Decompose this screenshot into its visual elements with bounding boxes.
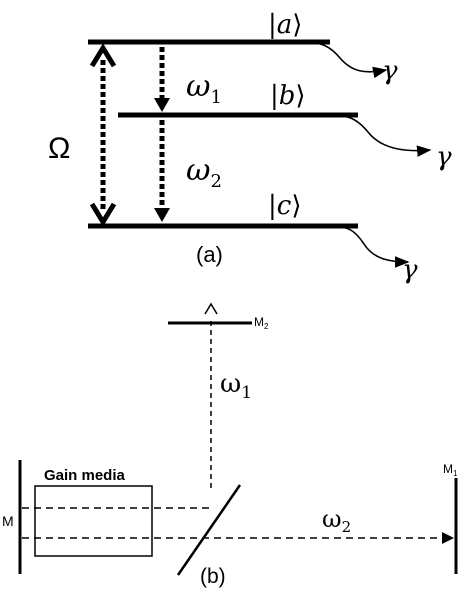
beam-omega1-label: ω1 (220, 369, 252, 403)
decay-gamma-a: γ (382, 56, 398, 86)
beam-omega2-label: ω2 (322, 505, 351, 536)
gain-media-box (34, 485, 153, 557)
decay-gamma-c: γ (402, 255, 418, 285)
ket-a: |a⟩ (268, 10, 302, 40)
laser-setup-diagram: M2 ω1 M Gain media ω2 M1 (b) (2, 302, 458, 588)
omega2-level-label: ω2 (186, 153, 222, 192)
ket-b: |b⟩ (270, 81, 306, 111)
omega1-level-label: ω1 (186, 69, 222, 108)
beam-omega1-arrowhead (204, 302, 218, 315)
panel-b-label: (b) (200, 565, 226, 588)
omega-transition-arrow (89, 43, 117, 227)
mirror-m1-label: M1 (443, 462, 458, 478)
omega2-transition-arrow (154, 120, 170, 222)
mirror-m2-label: M2 (254, 315, 269, 331)
decay-arrow-a (299, 41, 388, 79)
omega1-transition-arrow (154, 47, 170, 112)
decay-arrow-c (329, 225, 410, 268)
omega-label: Ω (48, 132, 70, 165)
decay-arrow-b (329, 114, 432, 157)
decay-gamma-b: γ (436, 142, 452, 172)
panel-a-label: (a) (196, 242, 223, 267)
beam-splitter (176, 484, 242, 576)
beam-omega2-arrowhead (442, 532, 454, 544)
ket-c: |c⟩ (268, 191, 301, 221)
gain-media-label: Gain media (44, 467, 126, 484)
level-diagram: |a⟩ γ |b⟩ γ |c⟩ γ Ω ω1 ω2 (a) (48, 10, 452, 285)
mirror-m-label: M (2, 513, 14, 529)
